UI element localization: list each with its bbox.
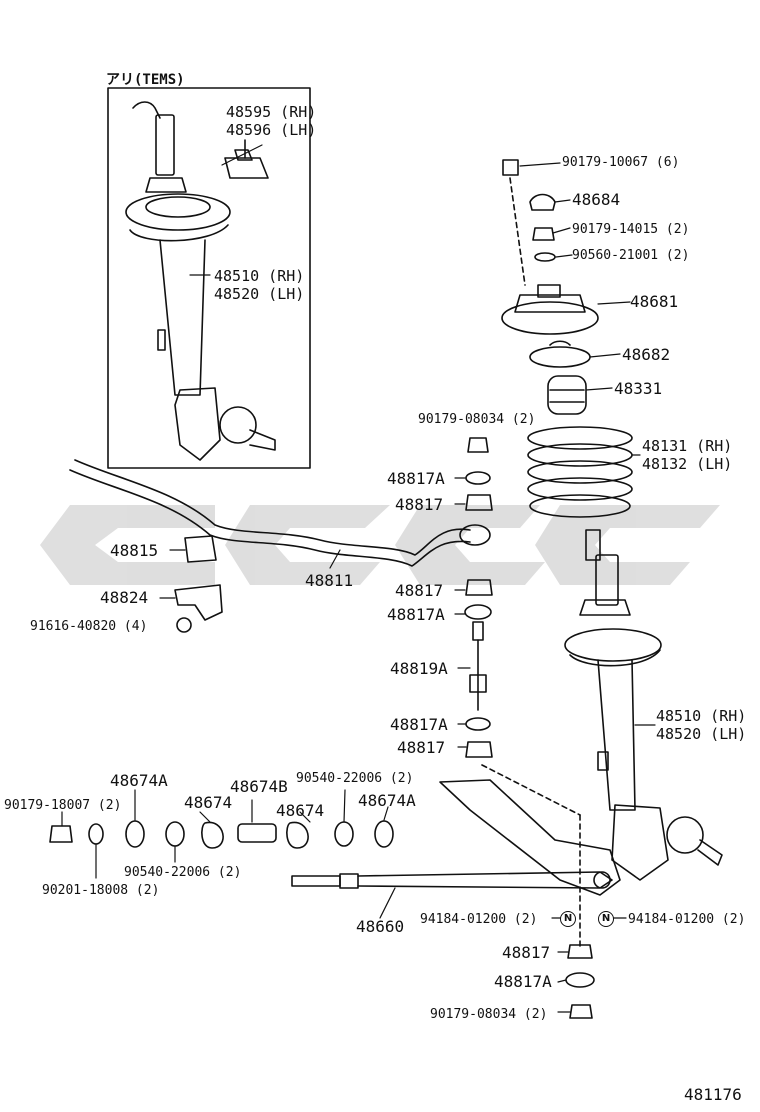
label-90179-18007: 90179-18007 (2) (4, 798, 122, 813)
label-48817-1: 48817 (395, 495, 444, 514)
stabilizer-bar (69, 459, 471, 567)
label-48682: 48682 (622, 345, 671, 364)
label-94184-01200-right: 94184-01200 (2) (628, 912, 746, 927)
figure-number: 481176 (684, 1085, 742, 1104)
cushion-48817-4 (567, 944, 593, 959)
cushion-48817A-3 (465, 717, 491, 731)
bushing-48815 (184, 535, 217, 563)
nut-90179-08034 (467, 437, 489, 453)
inset-strut (125, 101, 276, 461)
inset-title: アリ(TEMS) (106, 72, 185, 88)
label-48817A-1: 48817A (387, 469, 445, 488)
label-90540-22006-bottom: 90540-22006 (2) (124, 865, 242, 880)
label-48510-main: 48510 (RH) (656, 707, 747, 725)
nut-90179-14015 (532, 227, 555, 241)
label-48595: 48595 (RH) (226, 103, 317, 121)
cushion-48817A-1 (465, 471, 491, 485)
label-48520-main: 48520 (LH) (656, 725, 747, 743)
label-91616-40820: 91616-40820 (4) (30, 619, 148, 634)
label-48817-4: 48817 (502, 943, 551, 962)
nut-90179-10067 (502, 159, 519, 176)
label-90179-14015: 90179-14015 (2) (572, 222, 690, 237)
cushion-48817-2 (465, 579, 493, 596)
label-90179-08034-bottom: 90179-08034 (2) (430, 1007, 548, 1022)
dash-line-link (481, 764, 581, 816)
link-eye (459, 524, 491, 546)
nut-marker-badge-right: N (598, 911, 614, 927)
label-48817A-2: 48817A (387, 605, 445, 624)
label-48819A: 48819A (390, 659, 448, 678)
label-94184-01200-left: 94184-01200 (2) (420, 912, 538, 927)
inset-bracket (224, 139, 269, 179)
label-48817-3: 48817 (397, 738, 446, 757)
leader-lines (61, 144, 656, 1013)
link-48819A (469, 621, 487, 711)
label-48520-inset: 48520 (LH) (214, 285, 305, 303)
bolt-91616 (176, 617, 192, 633)
label-90560-21001: 90560-21001 (2) (572, 248, 690, 263)
seat-48682 (529, 340, 591, 368)
label-48815: 48815 (110, 541, 159, 560)
label-48817A-3: 48817A (390, 715, 448, 734)
nut-90179-08034-bottom (569, 1004, 593, 1019)
label-48596: 48596 (LH) (226, 121, 317, 139)
label-48674B: 48674B (230, 777, 288, 796)
cap-48684 (529, 193, 556, 211)
label-48681: 48681 (630, 292, 679, 311)
label-48674-left: 48674 (184, 793, 233, 812)
support-48681 (501, 284, 599, 335)
label-48674A-left: 48674A (110, 771, 168, 790)
washer-90560 (534, 252, 556, 262)
label-48824: 48824 (100, 588, 149, 607)
cushion-48817A-4 (565, 972, 595, 988)
coil-spring-48131 (527, 426, 633, 518)
main-strut (564, 529, 723, 881)
label-48674-right: 48674 (276, 801, 325, 820)
label-90179-10067: 90179-10067 (6) (562, 155, 680, 170)
inset-frame (107, 87, 311, 469)
label-48660: 48660 (356, 917, 405, 936)
cushion-48817-3 (465, 741, 493, 758)
bumper-48331 (547, 375, 587, 415)
dash-line-top (509, 177, 526, 286)
cushion-48817-1 (465, 494, 493, 511)
label-48817-2: 48817 (395, 581, 444, 600)
label-48331: 48331 (614, 379, 663, 398)
label-48132: 48132 (LH) (642, 455, 733, 473)
bushing-row (49, 820, 394, 849)
label-48510-inset: 48510 (RH) (214, 267, 305, 285)
label-48674A-right: 48674A (358, 791, 416, 810)
nut-marker-badge-left: N (560, 911, 576, 927)
label-48811: 48811 (305, 571, 354, 590)
strut-rod-48660 (291, 871, 613, 889)
cushion-48817A-2 (464, 604, 492, 620)
watermark-logo (40, 505, 720, 585)
label-48684: 48684 (572, 190, 621, 209)
label-90179-08034-top: 90179-08034 (2) (418, 412, 536, 427)
bracket-48824 (174, 584, 223, 621)
label-48817A-4: 48817A (494, 972, 552, 991)
label-48131: 48131 (RH) (642, 437, 733, 455)
lower-arm (439, 779, 621, 896)
label-90201-18008: 90201-18008 (2) (42, 883, 160, 898)
label-90540-22006-top: 90540-22006 (2) (296, 771, 414, 786)
